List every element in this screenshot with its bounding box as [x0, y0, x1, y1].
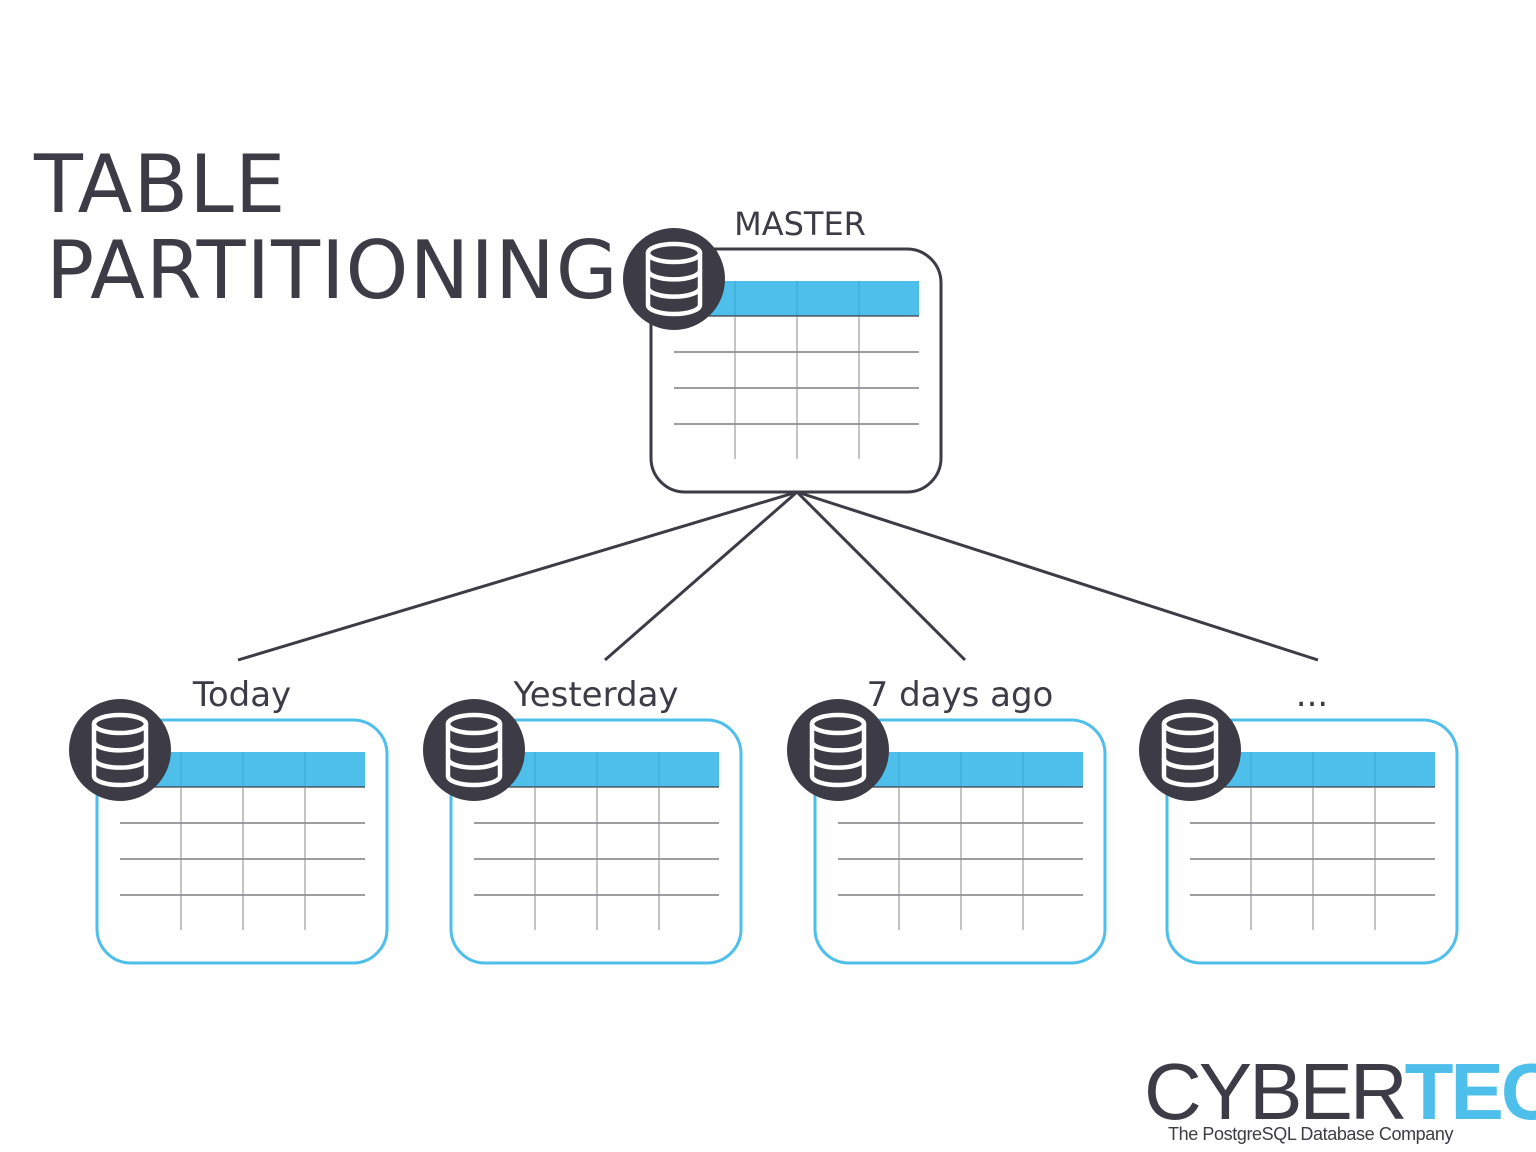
connector-line-2: [604, 490, 798, 662]
connector-line-1: [237, 490, 798, 662]
database-icon-ring-2: [645, 285, 703, 299]
database-icon: [623, 228, 725, 330]
cybertec-logo: CYBERTEC The PostgreSQL Database Company: [1144, 1052, 1536, 1152]
database-icon-ring-2: [1161, 756, 1219, 770]
database-icon-ring-1: [809, 739, 867, 753]
partition-table-4: ...: [1139, 675, 1459, 965]
database-icon-ring-1: [645, 268, 703, 282]
database-icon-body: [91, 721, 149, 788]
database-icon: [69, 699, 171, 801]
logo-word-dark: CYBER: [1144, 1047, 1408, 1136]
master-label: MASTER: [734, 205, 866, 243]
title-line-2: PARTITIONING: [46, 224, 619, 317]
database-icon-ring-2: [91, 756, 149, 770]
database-icon-ring-1: [445, 739, 503, 753]
master-table: MASTER: [623, 205, 943, 494]
partition-label-4: ...: [1296, 675, 1328, 715]
logo-word-accent: TEC: [1404, 1047, 1536, 1136]
database-icon-body: [1161, 721, 1219, 788]
database-icon-body: [809, 721, 867, 788]
database-icon-body: [445, 721, 503, 788]
partition-label-1: Today: [192, 675, 291, 715]
table-nodes: MASTER Today Yesterday 7 days ago...: [69, 205, 1459, 965]
partition-table-3: 7 days ago: [787, 675, 1107, 965]
connector-line-4: [796, 490, 1319, 662]
database-icon-body: [645, 250, 703, 317]
database-icon: [423, 699, 525, 801]
partition-label-3: 7 days ago: [867, 675, 1054, 715]
logo-wordmark: CYBERTEC: [1144, 1052, 1536, 1132]
database-icon: [787, 699, 889, 801]
partition-table-1: Today: [69, 675, 389, 965]
title-line-1: TABLE: [34, 138, 287, 231]
page-title: TABLE PARTITIONING: [34, 142, 619, 314]
database-icon-ring-2: [809, 756, 867, 770]
partition-label-2: Yesterday: [512, 675, 678, 715]
database-icon: [1139, 699, 1241, 801]
database-icon-ring-1: [91, 739, 149, 753]
connector-line-3: [795, 490, 967, 662]
database-icon-ring-1: [1161, 739, 1219, 753]
logo-tagline: The PostgreSQL Database Company: [1168, 1124, 1454, 1144]
partition-table-2: Yesterday: [423, 675, 743, 965]
database-icon-ring-2: [445, 756, 503, 770]
connector-lines: [237, 490, 1319, 662]
